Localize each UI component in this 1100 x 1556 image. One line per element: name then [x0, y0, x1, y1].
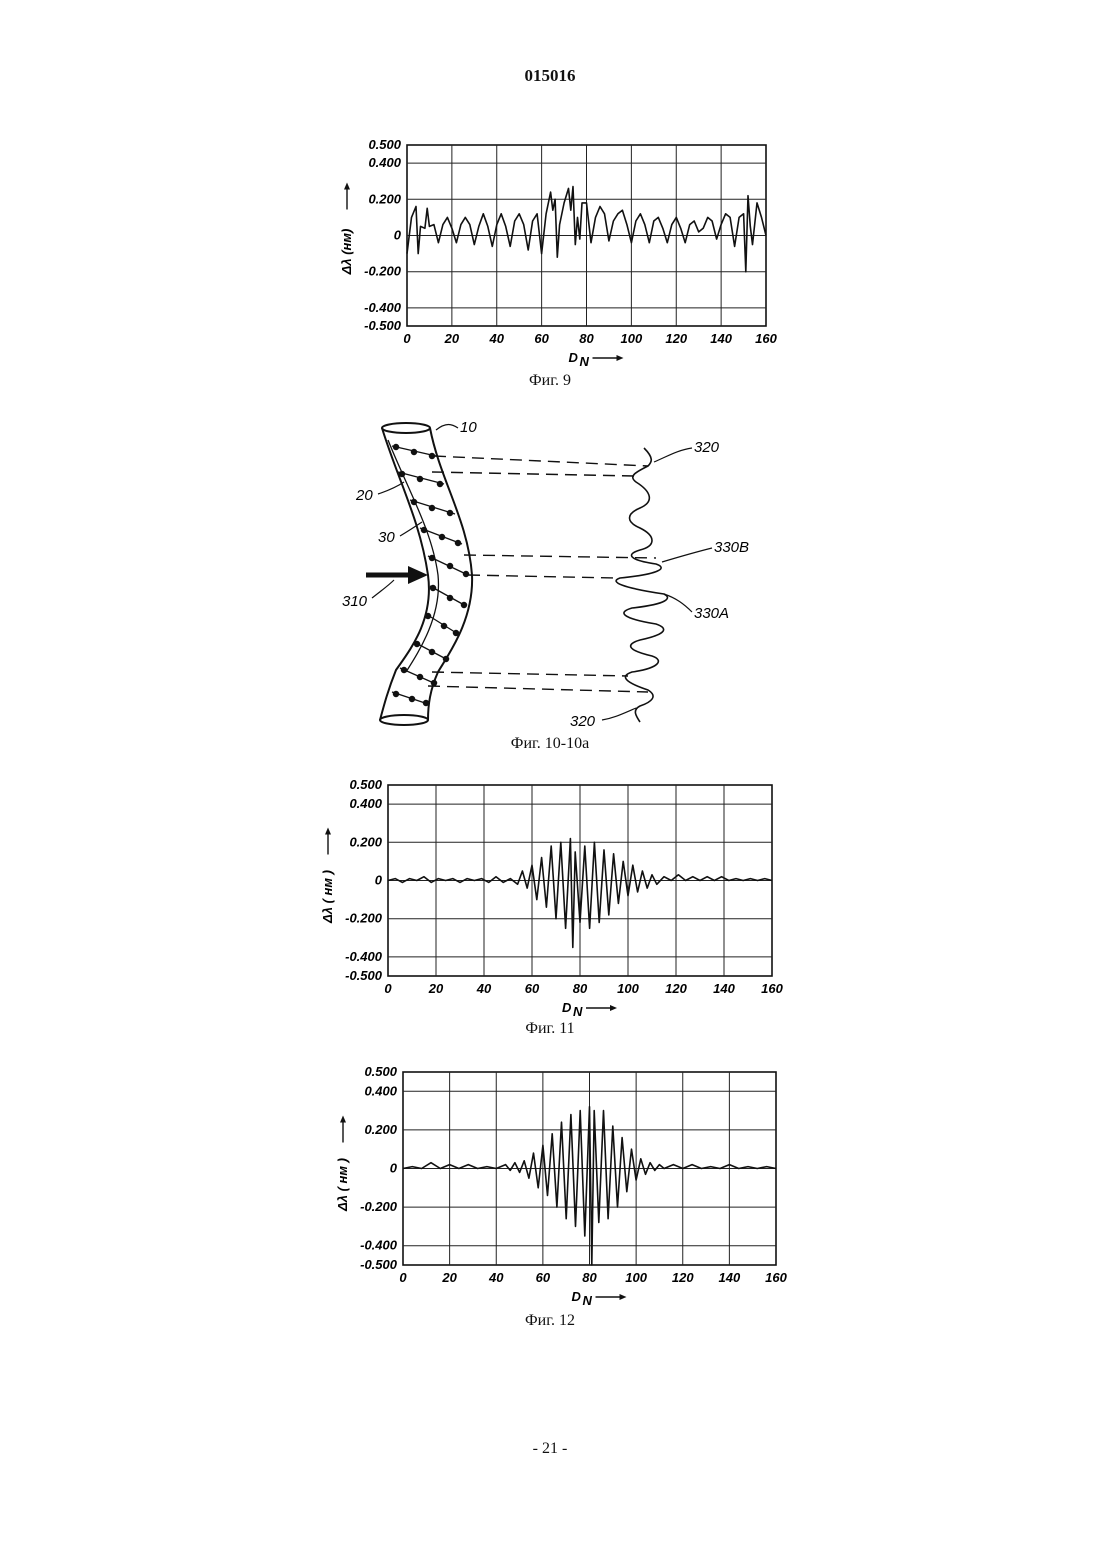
page-footer: - 21 - — [0, 1440, 1100, 1458]
caption-fig12: Фиг. 12 — [0, 1312, 1100, 1330]
tube-bottom-cap — [380, 715, 428, 725]
label-peak-a: 330A — [694, 605, 729, 622]
label-spectrum-bottom: 320 — [570, 713, 596, 730]
projection-lines — [428, 456, 656, 692]
label-tube: 10 — [460, 419, 477, 436]
label-spectrum-top: 320 — [694, 439, 720, 456]
caption-fig10: Фиг. 10-10а — [0, 735, 1100, 753]
label-fiber: 30 — [378, 529, 395, 546]
label-peak-b: 330B — [714, 539, 749, 556]
caption-fig11: Фиг. 11 — [0, 1020, 1100, 1038]
tube-top-cap — [382, 423, 430, 433]
force-arrow — [366, 566, 428, 584]
spectrum-wave — [616, 448, 667, 722]
label-force: 310 — [342, 593, 368, 610]
label-surface: 20 — [355, 487, 373, 504]
